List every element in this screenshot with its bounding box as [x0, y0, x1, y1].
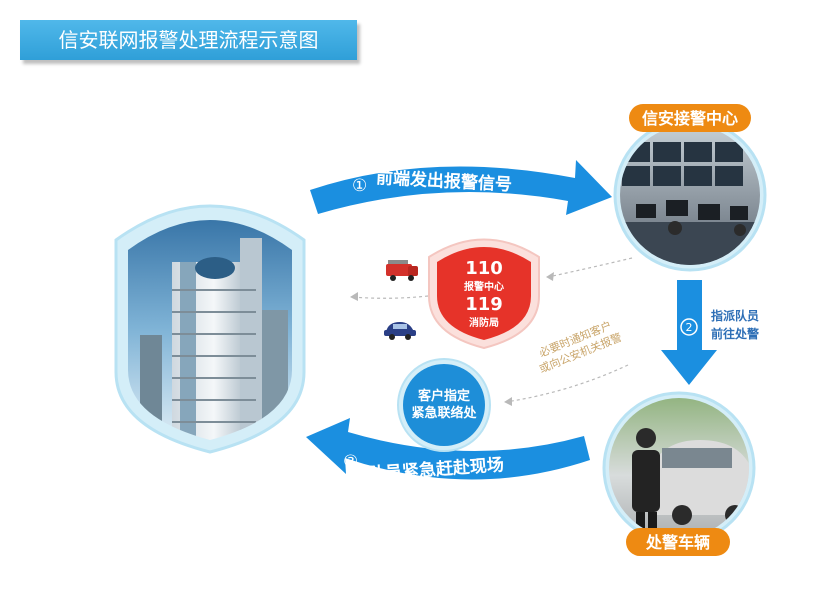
connector-police-to-building: [351, 295, 429, 299]
step-1-number: ①: [352, 176, 367, 196]
building-shield: [114, 204, 306, 454]
fire-number: 119: [465, 294, 503, 315]
connector-arrowheads: [350, 272, 554, 406]
step-2-number: 2: [686, 321, 693, 334]
monitoring-center-label: 信安接警中心: [642, 109, 738, 128]
arrow-step-1: ① 前端发出报警信号: [310, 160, 612, 215]
patrol-vehicle-node: 处警车辆: [602, 391, 756, 556]
monitoring-center-badge: [629, 104, 751, 132]
patrol-vehicle-badge: [626, 528, 730, 556]
fire-truck-icon: [386, 260, 418, 281]
connector-center-to-police: [547, 257, 633, 278]
dashed-connectors: [351, 257, 633, 403]
fire-label: 消防局: [469, 316, 499, 329]
step-2-label-line2: 前往处警: [711, 326, 759, 341]
patrol-vehicle-label: 处警车辆: [645, 533, 710, 552]
arrow-step-2: 2 指派队员 前往处警: [661, 280, 759, 385]
step-2-label-line1: 指派队员: [711, 308, 759, 323]
page-title: 信安联网报警处理流程示意图: [20, 20, 357, 60]
connector-center-to-client: [505, 364, 629, 403]
monitoring-center-node: 信安接警中心: [613, 104, 767, 272]
emergency-services-shield: 110 报警中心 119 消防局: [428, 238, 540, 350]
police-label: 报警中心: [464, 280, 504, 293]
step-3-number: ③: [343, 452, 358, 472]
client-label-line1: 客户指定: [418, 388, 470, 404]
police-number: 110: [465, 258, 503, 279]
client-contact-node: 客户指定 紧急联络处: [397, 358, 491, 452]
police-car-icon: [384, 322, 416, 340]
client-label-line2: 紧急联络处: [411, 405, 477, 421]
